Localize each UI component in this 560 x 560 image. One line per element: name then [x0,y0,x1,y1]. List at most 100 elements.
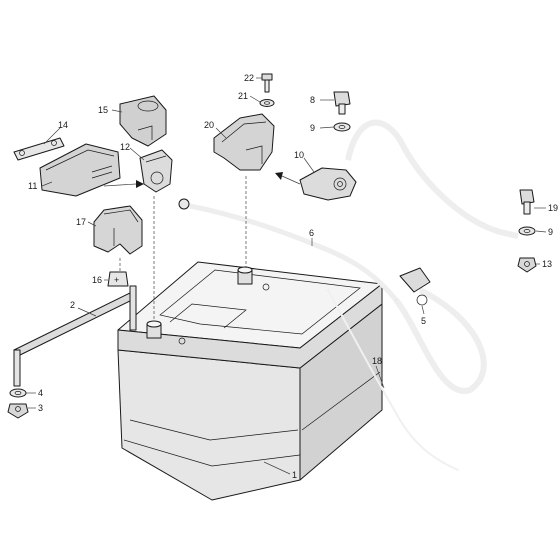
leader-12 [129,147,145,161]
cover-17-body [93,205,143,255]
cable-6 [178,198,398,302]
terminal-cover-15 [119,95,167,147]
callout-20: 20 [204,120,214,130]
clamp-12-ring [150,171,164,185]
leader-1 [263,461,291,475]
washer-hole [523,229,531,233]
callout-9-upper: 9 [310,123,315,133]
leader-20 [215,127,227,139]
terminal-post-top [146,320,162,328]
battery [117,261,383,501]
assembly-arrow [281,175,301,185]
leader-21 [249,95,261,103]
cable-ground [393,267,487,394]
leader-17 [87,221,97,227]
nut-3 [7,403,29,419]
cover-15-dome [137,100,159,112]
callout-1: 1 [292,470,297,480]
assembly-arrow [103,183,137,187]
bolt-22-shank [264,79,270,93]
battery-terminal-positive [237,266,253,285]
callout-21: 21 [238,91,248,101]
leader-5 [421,305,425,315]
callout-3: 3 [38,403,43,413]
callout-18: 18 [372,356,382,366]
washer-ring [259,99,275,107]
battery-front-rib [129,419,299,441]
cable-6-core [189,203,398,302]
cable-18 [327,289,459,471]
leader-2 [77,307,97,317]
fuse-cover-11 [39,143,121,197]
callout-12: 12 [120,142,130,152]
nut-body [7,403,29,419]
callout-22: 22 [244,73,254,83]
cover-11-body [39,143,121,197]
clamp-16: + [107,271,129,287]
washer-4 [9,388,27,398]
cover-20-ridge [221,121,267,143]
leader-10 [303,157,315,173]
ground-lug-nut [416,294,428,306]
battery-side-rib [301,371,381,431]
plate-14-body [13,137,65,161]
bolt-22 [261,73,273,93]
nut-body [517,257,537,273]
callout-10: 10 [294,150,304,160]
clamp-plus-mark: + [114,275,119,285]
washer-ring [518,226,536,236]
terminal-cover-17 [93,205,143,255]
callout-11: 11 [28,181,37,191]
leader-9a [319,126,335,129]
leader-15 [111,109,123,113]
callout-6: 6 [309,228,314,238]
callout-2: 2 [70,300,75,310]
ground-lug [399,267,431,293]
rod-threaded-end [13,349,21,387]
plate-14 [13,137,65,161]
battery-rim [117,283,383,369]
negative-clamp-12 [139,149,173,193]
washer-9-upper [333,122,351,132]
ground-cable-core [393,287,487,394]
plate-hole [51,140,57,146]
battery-vent-plug [178,337,186,345]
battery-lid-panel [159,269,361,335]
leader-11 [41,181,53,187]
callout-15: 15 [98,105,108,115]
positive-cable-outline [347,122,519,237]
bolt-19-shank [523,201,531,215]
assembly-arrow-head [136,180,144,188]
assembly-arrow-head [275,172,283,180]
cover-11-slots [91,165,113,179]
callout-16: 16 [92,275,102,285]
leader-18 [375,365,385,389]
washer-hole [338,125,346,129]
leader-14 [43,127,61,145]
clamp-12-body [139,149,173,193]
plate-hole [19,150,25,156]
callout-9-lower: 9 [548,227,553,237]
battery-base-line [123,439,301,467]
cover-15-body [119,95,167,147]
bolt-19 [519,189,535,215]
battery-vent-plug [262,283,270,291]
callout-4: 4 [38,388,43,398]
cover-20-body [213,113,275,171]
positive-clamp-10 [299,167,357,201]
callout-17: 17 [76,217,86,227]
cable-18-core [327,289,459,471]
bolt-8-shank [338,103,346,115]
terminal-cover-20 [213,113,275,171]
battery-terminal-negative [146,320,162,339]
bolt-19-head [519,189,535,205]
cover-17-ridge [103,209,139,223]
clamp-body [107,271,129,287]
washer-hole [264,101,270,105]
cable-6-eyelet [178,198,190,210]
rod-hook-end [129,285,137,331]
washer-9-lower [518,226,536,236]
callout-5: 5 [421,316,426,326]
washer-ring [333,122,351,132]
